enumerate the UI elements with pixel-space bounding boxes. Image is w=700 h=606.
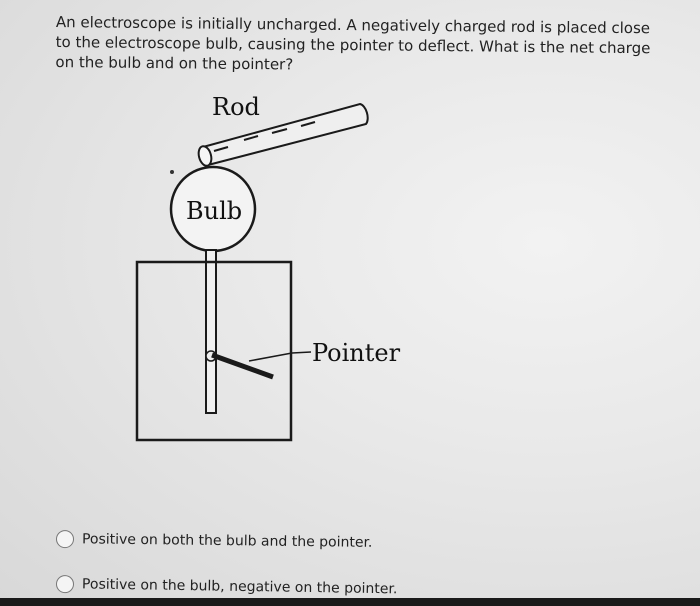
stray-dot — [170, 170, 174, 174]
charged-rod — [197, 102, 369, 167]
electroscope-stem — [205, 249, 217, 414]
electroscope-jar — [135, 260, 293, 442]
rod-label: Rod — [212, 93, 260, 121]
pointer-label: Pointer — [312, 339, 401, 367]
pointer-leader-tail — [291, 351, 312, 354]
negative-charge-marks — [213, 121, 316, 152]
answer-option-1[interactable]: Positive on both the bulb and the pointe… — [55, 530, 373, 552]
bulb-label: Bulb — [186, 197, 242, 225]
pointer-leader-line — [248, 352, 293, 362]
pointer-needle — [211, 352, 274, 380]
bottom-edge-bar — [0, 598, 700, 606]
answer-option-label: Positive on both the bulb and the pointe… — [81, 531, 373, 551]
radio-button-icon[interactable] — [55, 530, 75, 549]
radio-button-icon[interactable] — [55, 575, 75, 594]
